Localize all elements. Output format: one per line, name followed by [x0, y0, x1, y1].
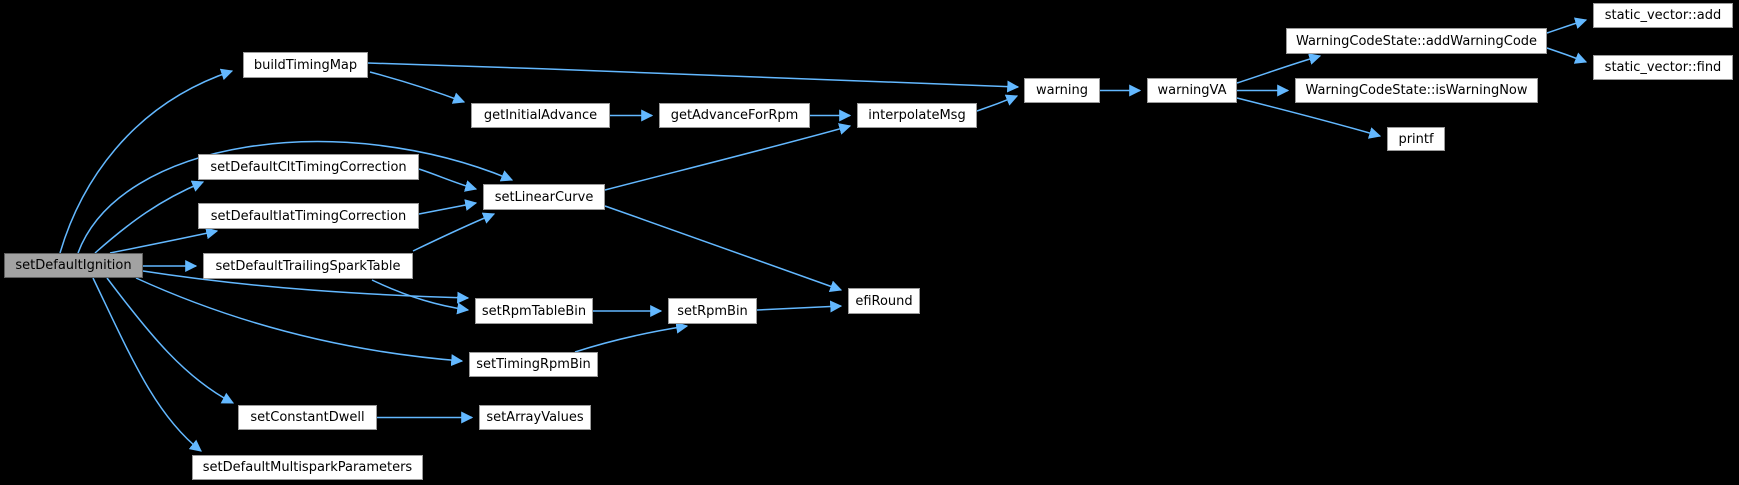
edge-buildTimingMap-warning	[367, 62, 1020, 93]
node-WarningCodeState-addWarningCode[interactable]: WarningCodeState::addWarningCode	[1286, 28, 1547, 54]
edge-setRpmBin-efiRound	[756, 300, 843, 313]
node-WarningCodeState-isWarningNow[interactable]: WarningCodeState::isWarningNow	[1295, 78, 1538, 103]
node-static_vector-find[interactable]: static_vector::find	[1593, 55, 1733, 80]
edge-setDefaultIatTimingCorrection-setLinearCurve	[418, 199, 478, 215]
node-setArrayValues[interactable]: setArrayValues	[479, 405, 591, 430]
node-warning[interactable]: warning	[1024, 78, 1100, 103]
edge-setDefaultIgnition-setDefaultIatTimingCorrection	[109, 227, 219, 254]
edge-setLinearCurve-interpolateMsg	[604, 123, 852, 191]
node-setLinearCurve[interactable]: setLinearCurve	[483, 184, 605, 210]
node-setDefaultMultisparkParameters[interactable]: setDefaultMultisparkParameters	[192, 455, 423, 480]
edge-setDefaultIgnition-setConstantDwell	[106, 277, 235, 404]
edge-setDefaultIgnition-buildTimingMap	[59, 68, 234, 254]
edge-setDefaultTrailingSparkTable-setLinearCurve	[412, 212, 496, 252]
edge-setDefaultIgnition-setTimingRpmBin	[135, 277, 464, 367]
node-setDefaultTrailingSparkTable[interactable]: setDefaultTrailingSparkTable	[203, 253, 413, 279]
node-setRpmBin[interactable]: setRpmBin	[668, 298, 757, 324]
edge-setLinearCurve-efiRound	[604, 205, 843, 292]
edge-buildTimingMap-getInitialAdvance	[369, 71, 466, 104]
edge-addWarningCode-static_vector_add	[1546, 17, 1588, 34]
node-setDefaultIgnition: setDefaultIgnition	[4, 253, 143, 278]
edge-setTimingRpmBin-setRpmBin	[574, 321, 689, 353]
edge-setDefaultCltTimingCorrection-setLinearCurve	[418, 168, 478, 192]
edge-setDefaultIgnition-setRpmTableBin	[142, 270, 470, 304]
edge-addWarningCode-static_vector_find	[1546, 47, 1588, 64]
edge-setDefaultIgnition-setDefaultMultisparkParameters	[92, 277, 202, 452]
node-buildTimingMap[interactable]: buildTimingMap	[243, 52, 368, 78]
node-getAdvanceForRpm[interactable]: getAdvanceForRpm	[659, 103, 810, 128]
edge-warningVA-printf	[1236, 97, 1382, 139]
node-printf[interactable]: printf	[1387, 127, 1445, 151]
edge-setDefaultTrailingSparkTable-setRpmTableBin	[371, 279, 470, 315]
node-warningVA[interactable]: warningVA	[1147, 78, 1237, 103]
node-getInitialAdvance[interactable]: getInitialAdvance	[471, 103, 610, 128]
edge-setDefaultIgnition-setLinearCurve	[77, 140, 514, 254]
edge-interpolateMsg-warning	[976, 94, 1019, 112]
node-interpolateMsg[interactable]: interpolateMsg	[857, 103, 977, 128]
edge-warningVA-addWarningCode	[1236, 53, 1322, 84]
edge-setDefaultIgnition-setDefaultCltTimingCorrection	[94, 180, 205, 254]
node-setDefaultIatTimingCorrection[interactable]: setDefaultIatTimingCorrection	[198, 203, 419, 229]
node-efiRound[interactable]: efiRound	[848, 288, 920, 314]
node-setDefaultCltTimingCorrection[interactable]: setDefaultCltTimingCorrection	[198, 154, 419, 180]
node-setRpmTableBin[interactable]: setRpmTableBin	[475, 298, 593, 324]
node-setTimingRpmBin[interactable]: setTimingRpmBin	[469, 352, 598, 377]
node-static_vector-add[interactable]: static_vector::add	[1593, 3, 1733, 28]
node-setConstantDwell[interactable]: setConstantDwell	[238, 405, 377, 430]
